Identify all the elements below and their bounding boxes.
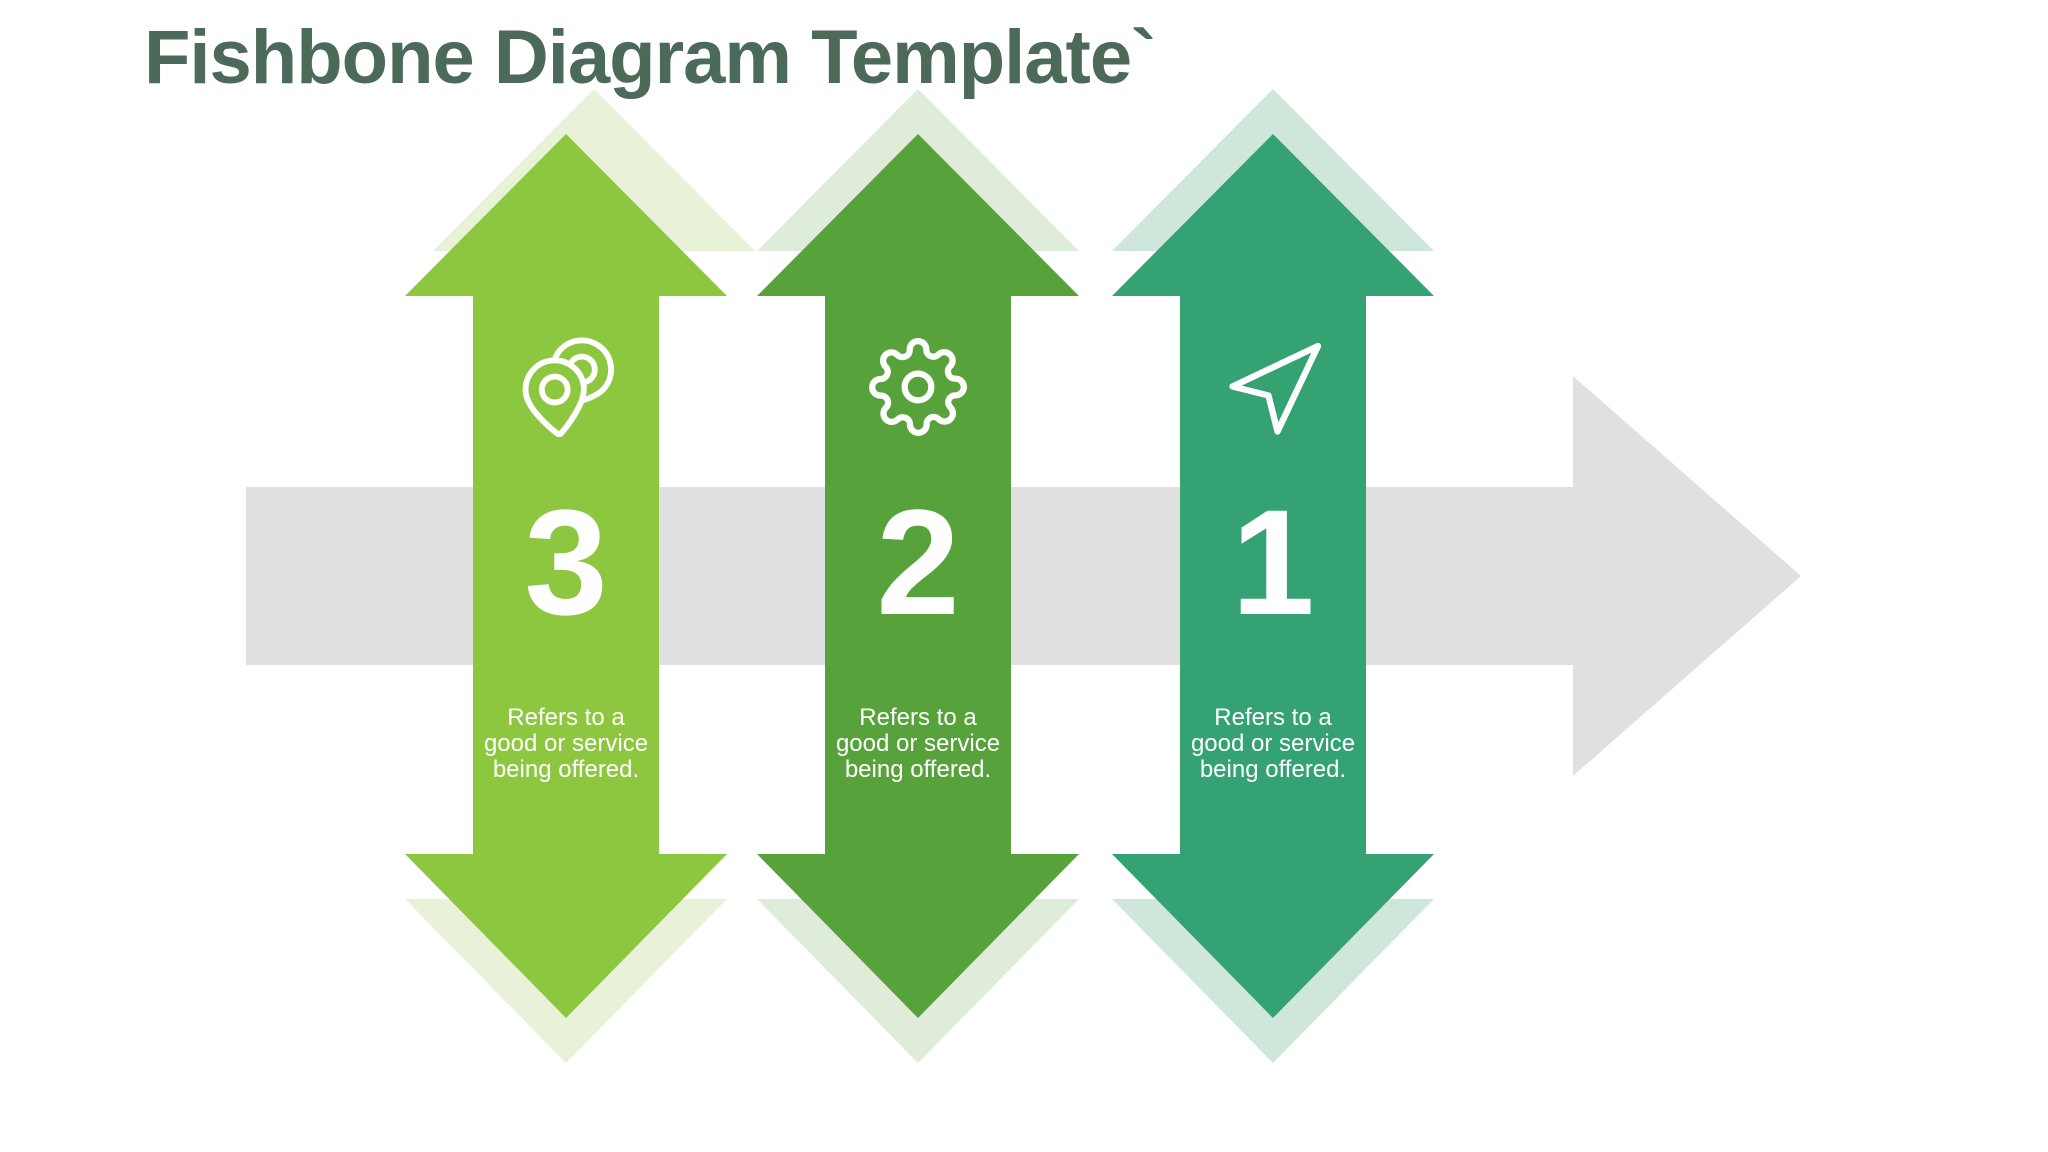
step-arrow-2: 2 Refers to a good or service being offe… (757, 89, 1079, 1063)
step-2-shaft (825, 293, 1011, 856)
step-description-line: good or service (483, 730, 649, 757)
step-description-line: Refers to a (507, 704, 625, 731)
step-number: 1 (1231, 478, 1315, 646)
step-description-line: Refers to a (1214, 704, 1332, 731)
send-arrow-icon (1112, 337, 1434, 445)
step-description: Refers to a good or service being offere… (1173, 705, 1373, 783)
step-description-line: being offered. (1199, 756, 1347, 783)
step-description: Refers to a good or service being offere… (818, 705, 1018, 783)
step-description: Refers to a good or service being offere… (466, 705, 666, 783)
step-description-line: being offered. (492, 756, 640, 783)
map-pins-icon (405, 337, 727, 437)
step-description-line: good or service (1190, 730, 1356, 757)
step-description-line: good or service (835, 730, 1001, 757)
gear-icon (757, 337, 1079, 437)
slide-title: Fishbone Diagram Template` (144, 15, 1156, 100)
step-arrow-3: 3 Refers to a good or service being offe… (405, 89, 755, 1063)
step-arrow-1: 1 Refers to a good or service being offe… (1112, 89, 1434, 1063)
step-number: 2 (876, 478, 960, 646)
step-1-shaft (1180, 293, 1366, 856)
step-description-line: being offered. (844, 756, 992, 783)
step-description-line: Refers to a (859, 704, 977, 731)
process-flow-arrow-head (1573, 376, 1801, 776)
step-number: 3 (524, 478, 608, 646)
